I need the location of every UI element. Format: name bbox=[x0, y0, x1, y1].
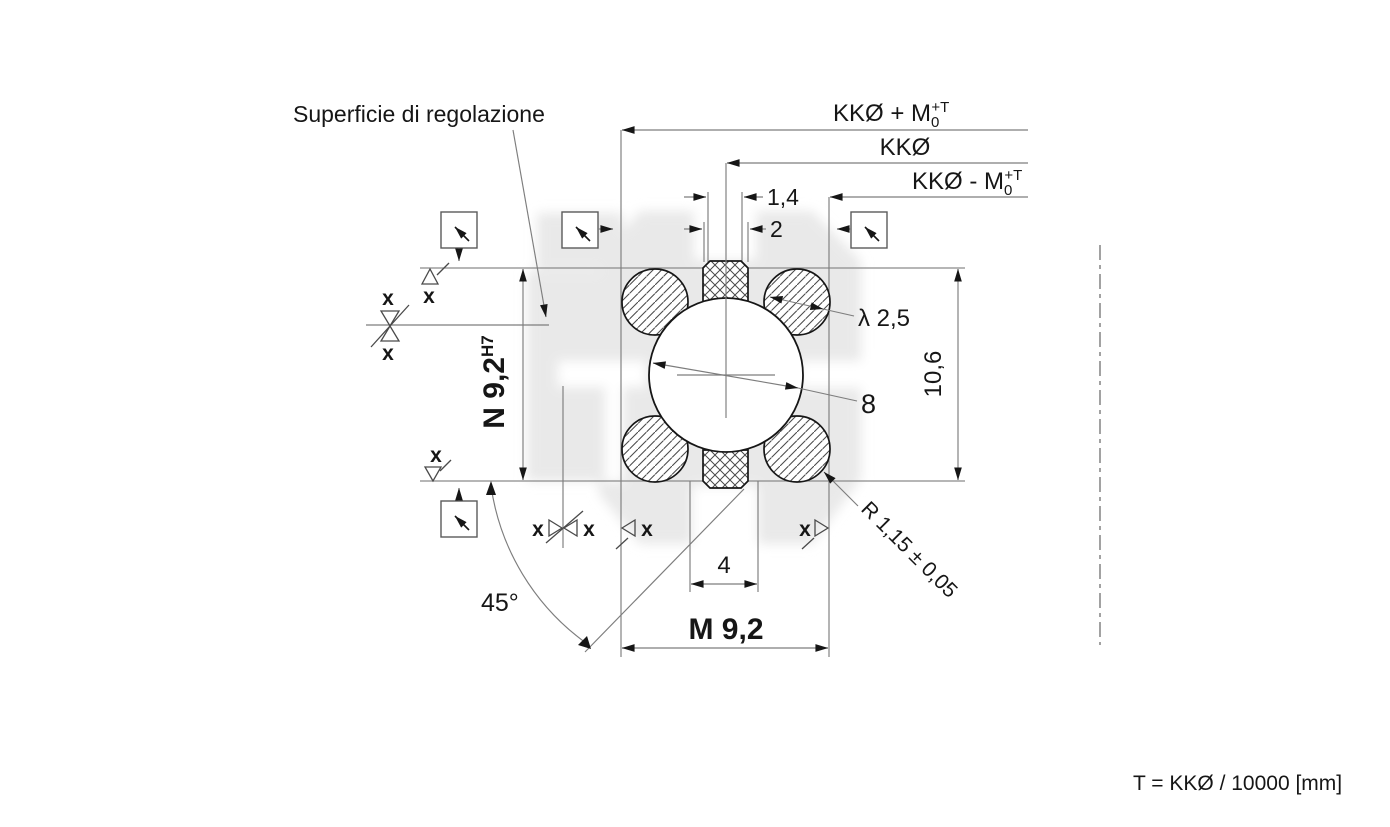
label-kk: KKØ bbox=[880, 134, 931, 161]
dim-ball-diameter: λ 2,5 bbox=[769, 296, 910, 332]
extension-lines bbox=[366, 130, 1101, 657]
direction-box-top-mid bbox=[561, 211, 614, 249]
surface-mark-x: x bbox=[583, 518, 595, 541]
surface-mark-bottom-pair: x x bbox=[532, 510, 595, 544]
arc-arrow-bottom bbox=[578, 636, 591, 649]
direction-box-top-left bbox=[440, 211, 478, 262]
arc-arrow-top bbox=[486, 481, 496, 495]
surface-mark-x: x bbox=[382, 287, 394, 310]
surface-mark-x: x bbox=[532, 518, 544, 541]
label-2: 2 bbox=[770, 216, 783, 242]
label-kk-minus: KKØ - M0+T bbox=[912, 167, 1022, 199]
label-1-4: 1,4 bbox=[767, 184, 799, 210]
dim-groove-width: 4 bbox=[690, 552, 758, 588]
surface-mark-x: x bbox=[799, 518, 811, 541]
surface-mark-top-left: x bbox=[420, 262, 450, 308]
dim-screw-thread: M 9,2 bbox=[621, 613, 829, 652]
surface-mark-x: x bbox=[423, 285, 435, 308]
label-8: 8 bbox=[861, 389, 876, 419]
key-bottom bbox=[702, 449, 749, 489]
direction-box-bottom-left bbox=[440, 487, 478, 538]
surface-mark-bottom-right: x bbox=[799, 518, 830, 550]
dim-kk-plus: KKØ + M0+T bbox=[621, 99, 1028, 134]
dim-key-width: 2 bbox=[684, 216, 783, 242]
dim-kk: KKØ bbox=[726, 134, 1028, 167]
dim-bore-diameter: 8 bbox=[652, 361, 876, 419]
label-m92: M 9,2 bbox=[688, 613, 763, 646]
surface-mark-x: x bbox=[430, 444, 442, 467]
tolerance-note: T = KKØ / 10000 [mm] bbox=[1133, 772, 1342, 795]
surface-mark-bottom-left: x bbox=[423, 444, 452, 483]
contact-angle-line bbox=[584, 488, 745, 653]
label-45: 45° bbox=[481, 589, 519, 617]
dim-overall-height: 10,6 bbox=[920, 268, 962, 481]
surface-mark-bottom-mid: x bbox=[615, 518, 653, 550]
dim-top-flat: 1,4 bbox=[684, 184, 799, 210]
callout-adjustment-surface: Superficie di regolazione bbox=[293, 101, 548, 318]
surface-mark-x: x bbox=[641, 518, 653, 541]
label-radius: R 1,15 ± 0,05 bbox=[856, 497, 961, 602]
label-4: 4 bbox=[717, 552, 730, 579]
label-kk-plus: KKØ + M0+T bbox=[833, 99, 949, 131]
surface-mark-left-pair: x x bbox=[370, 287, 410, 365]
label-10-6: 10,6 bbox=[920, 351, 947, 398]
label-callout: Superficie di regolazione bbox=[293, 101, 545, 127]
dim-contact-angle: 45° bbox=[481, 481, 591, 649]
dim-kk-minus: KKØ - M0+T bbox=[829, 167, 1028, 201]
surface-mark-x: x bbox=[382, 342, 394, 365]
label-lambda: λ 2,5 bbox=[858, 305, 910, 332]
dim-nut-thread: N 9,2H7 bbox=[478, 268, 527, 481]
label-n92: N 9,2H7 bbox=[478, 335, 511, 428]
direction-box-top-right bbox=[836, 211, 888, 249]
